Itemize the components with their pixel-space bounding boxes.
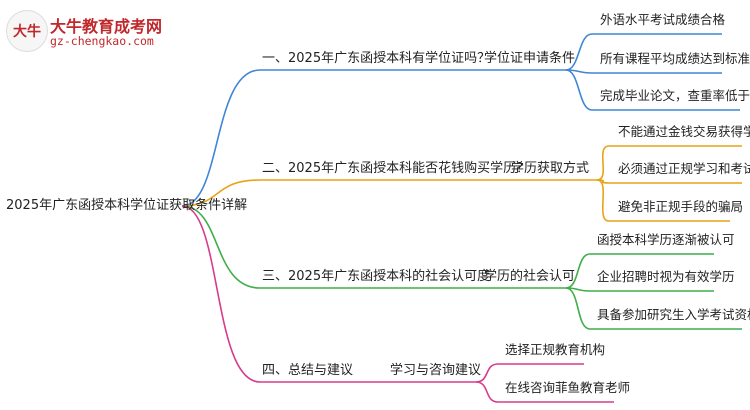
branch-2-leaf-1: 不能通过金钱交易获得学历 [618,124,750,139]
branch-3-leaf-2-connector [565,287,714,292]
branch-3-leaf-1-connector [565,253,714,289]
branch-1-sub: 学位证申请条件 [484,51,576,66]
branch-3-leaf-3-connector [565,287,742,330]
logo-title: 大牛教育成考网 [50,17,163,36]
branch-1-leaf-1: 外语水平考试成绩合格 [600,12,726,27]
branch-3-connector [181,205,460,289]
branch-2-label: 二、2025年广东函授本科能否花钱购买学历？ [262,161,530,176]
branch-1-label: 一、2025年广东函授本科有学位证吗？ [262,51,491,66]
branch-4-sub: 学习与咨询建议 [390,363,482,378]
branch-4-label: 四、总结与建议 [262,363,354,378]
branch-2-sub: 学历获取方式 [511,161,590,176]
branch-1-connector [181,69,460,207]
branch-1-leaf-1-connector [565,33,722,71]
branch-3-leaf-2: 企业招聘时视为有效学历 [597,269,735,284]
branch-2-leaf-2: 必须通过正规学习和考试流程 [618,161,750,176]
branch-2-connector [181,179,488,207]
branch-4-leaf-1-connector [475,363,584,383]
branch-1-leaf-2: 所有课程平均成绩达到标准 [600,51,750,66]
branch-3-sub: 学历的社会认可 [484,269,576,284]
branch-2-leaf-1-connector [596,145,742,181]
site-logo[interactable]: 大牛 大牛教育成考网 gz-chengkao.com [6,10,176,52]
branch-3-leaf-1: 函授本科学历逐渐被认可 [597,232,735,247]
branch-2-leaf-3-connector [596,179,730,222]
branch-2-leaf-2-connector [596,179,742,184]
root-node: 2025年广东函授本科学位证获取条件详解 [6,198,248,213]
branch-4-leaf-2-connector [475,381,614,403]
branch-4-connector [181,205,366,383]
branch-1-leaf-2-connector [565,69,722,74]
branch-4-leaf-2: 在线咨询菲鱼教育老师 [505,380,631,395]
branch-2-leaf-3: 避免非正规手段的骗局 [618,199,744,214]
branch-1-leaf-3-connector [565,69,740,111]
branch-3-label: 三、2025年广东函授本科的社会认可度 [262,269,491,284]
logo-url: gz-chengkao.com [50,34,154,48]
branch-4-leaf-1: 选择正规教育机构 [505,342,606,357]
branch-3-leaf-3: 具备参加研究生入学考试资格 [597,307,750,322]
logo-mark: 大牛 [6,10,48,52]
branch-1-leaf-3: 完成毕业论文，查重率低于20% [600,88,750,103]
